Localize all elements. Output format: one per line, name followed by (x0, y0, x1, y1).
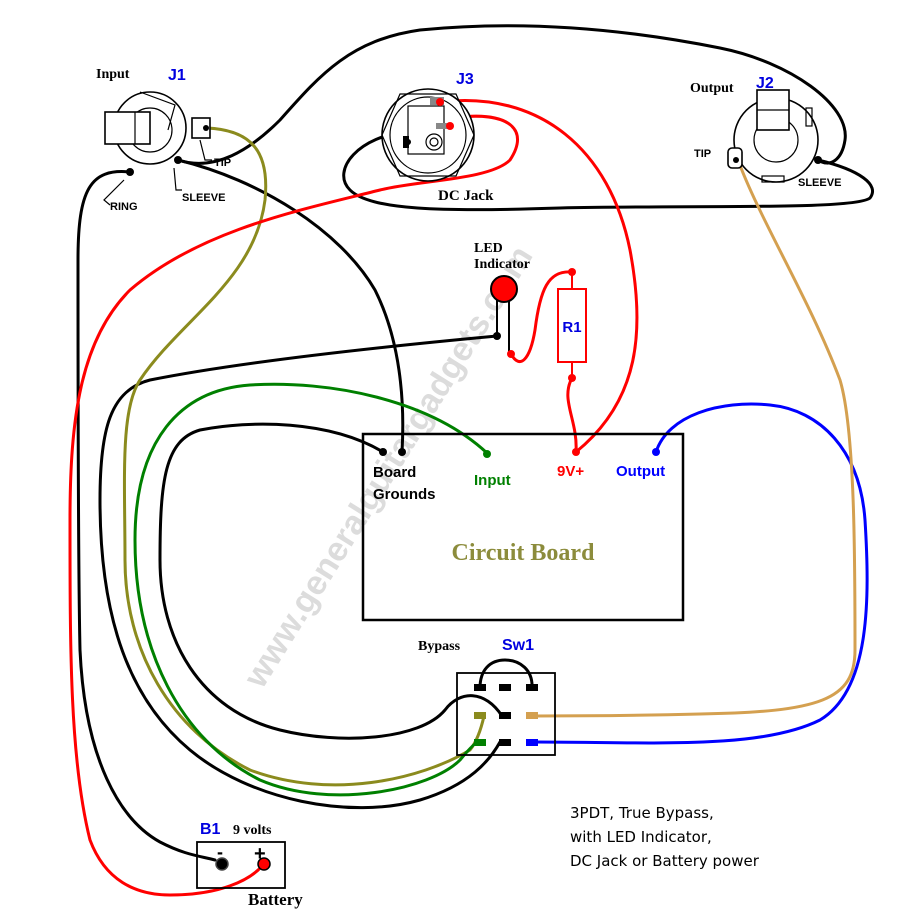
resistor-r1: R1 (557, 268, 587, 382)
battery-name: Battery (248, 890, 303, 909)
switch-ref: Sw1 (502, 637, 534, 654)
circuit-board-title: Circuit Board (452, 540, 596, 566)
switch-lug-2-2 (499, 712, 511, 719)
j2-name: Output (690, 81, 734, 96)
wires (68, 24, 874, 897)
note-line-2: with LED Indicator, (570, 828, 712, 846)
note-line-1: 3PDT, True Bypass, (570, 804, 714, 822)
wire-board-input-to-switch (133, 382, 489, 797)
j1-sleeve-solder (174, 156, 182, 164)
battery-plus-label: + (254, 843, 266, 865)
led-indicator: LED Indicator (474, 241, 530, 358)
pad-ground-1 (379, 448, 387, 456)
j2-tip-label: TIP (694, 148, 711, 160)
pad-9v-label: 9V+ (557, 463, 584, 480)
switch-body (456, 672, 556, 756)
led-cathode-joint (493, 332, 501, 340)
j3-pin-top (436, 98, 444, 106)
pad-ground-2 (398, 448, 406, 456)
switch-lug-3-1 (474, 739, 486, 746)
switch-sw1: Bypass Sw1 (418, 637, 556, 756)
pad-9v (572, 448, 580, 456)
battery-minus-terminal (215, 857, 229, 871)
switch-lug-2-1 (474, 712, 486, 719)
j1-barrel (104, 111, 151, 145)
wire-board-ground-to-switch (158, 422, 504, 740)
wire-j1-tip-to-switch (122, 126, 486, 787)
wire-j1-ring-to-battery (76, 170, 217, 862)
j1-tip-label: TIP (214, 157, 231, 169)
battery-b1: B1 9 volts - + Battery (196, 821, 303, 909)
wire-r1-to-9v (566, 376, 578, 454)
circuit-board: Board Grounds Input 9V+ Output Circuit B… (361, 432, 685, 622)
led-label-line1: LED (474, 241, 503, 256)
pad-grounds-label-line2: Grounds (373, 486, 436, 503)
j2-sleeve-solder (814, 156, 822, 164)
led-label-line2: Indicator (474, 257, 530, 272)
jack-j3: J3 DC Jack (381, 71, 494, 204)
pad-output (652, 448, 660, 456)
wire-switch-jumper (478, 658, 534, 690)
led-body (490, 275, 518, 303)
battery-ref: B1 (200, 821, 221, 838)
note-line-3: DC Jack or Battery power (570, 852, 760, 870)
j1-tip-solder (203, 125, 209, 131)
j3-ref: J3 (456, 71, 474, 88)
j2-ref: J2 (756, 75, 774, 92)
j1-ring-label: RING (110, 201, 138, 213)
wire-dc-jack-to-battery (68, 114, 520, 897)
pad-input (483, 450, 491, 458)
j3-pin-ground (405, 139, 411, 145)
j1-ref: J1 (168, 67, 186, 84)
battery-voltage: 9 volts (233, 823, 272, 838)
jack-j2: Output J2 TIP SLEEVE (690, 75, 841, 189)
wire-dc-jack-to-9v (438, 99, 639, 454)
j2-tip-solder (733, 157, 739, 163)
pad-output-label: Output (616, 463, 665, 480)
j2-sleeve-label: SLEEVE (798, 177, 841, 189)
led-anode-joint (507, 350, 515, 358)
circuit-board-outline (361, 432, 685, 622)
battery-plus-terminal (257, 857, 271, 871)
j3-housing (407, 105, 445, 155)
j1-tip-lug (191, 117, 211, 139)
switch-name: Bypass (418, 639, 461, 654)
pad-grounds-label-line1: Board (373, 464, 416, 481)
j3-pin-center (446, 122, 454, 130)
pad-input-label: Input (474, 472, 511, 489)
diagram-notes: 3PDT, True Bypass, with LED Indicator, D… (570, 804, 760, 870)
wire-ground-loop-top (176, 24, 874, 212)
j3-name: DC Jack (438, 188, 494, 204)
switch-lug-3-2 (499, 739, 511, 746)
switch-lug-3-3 (526, 739, 538, 746)
battery-minus-label: - (217, 842, 223, 862)
r1-body (557, 288, 587, 363)
battery-body (196, 841, 286, 889)
wire-led-to-r1 (509, 270, 574, 363)
wire-j2-tip-to-switch (533, 158, 857, 718)
r1-ref: R1 (562, 319, 581, 336)
jack-j1: Input J1 TIP SLEEVE RING (96, 67, 231, 213)
wire-led-ground (98, 334, 502, 810)
switch-lug-2-3 (526, 712, 538, 719)
j1-sleeve-label: SLEEVE (182, 192, 225, 204)
wire-board-output-to-switch (533, 402, 869, 745)
j1-name: Input (96, 67, 130, 82)
j1-ring-solder (126, 168, 134, 176)
wire-j1-sleeve-to-board-ground (176, 158, 405, 454)
